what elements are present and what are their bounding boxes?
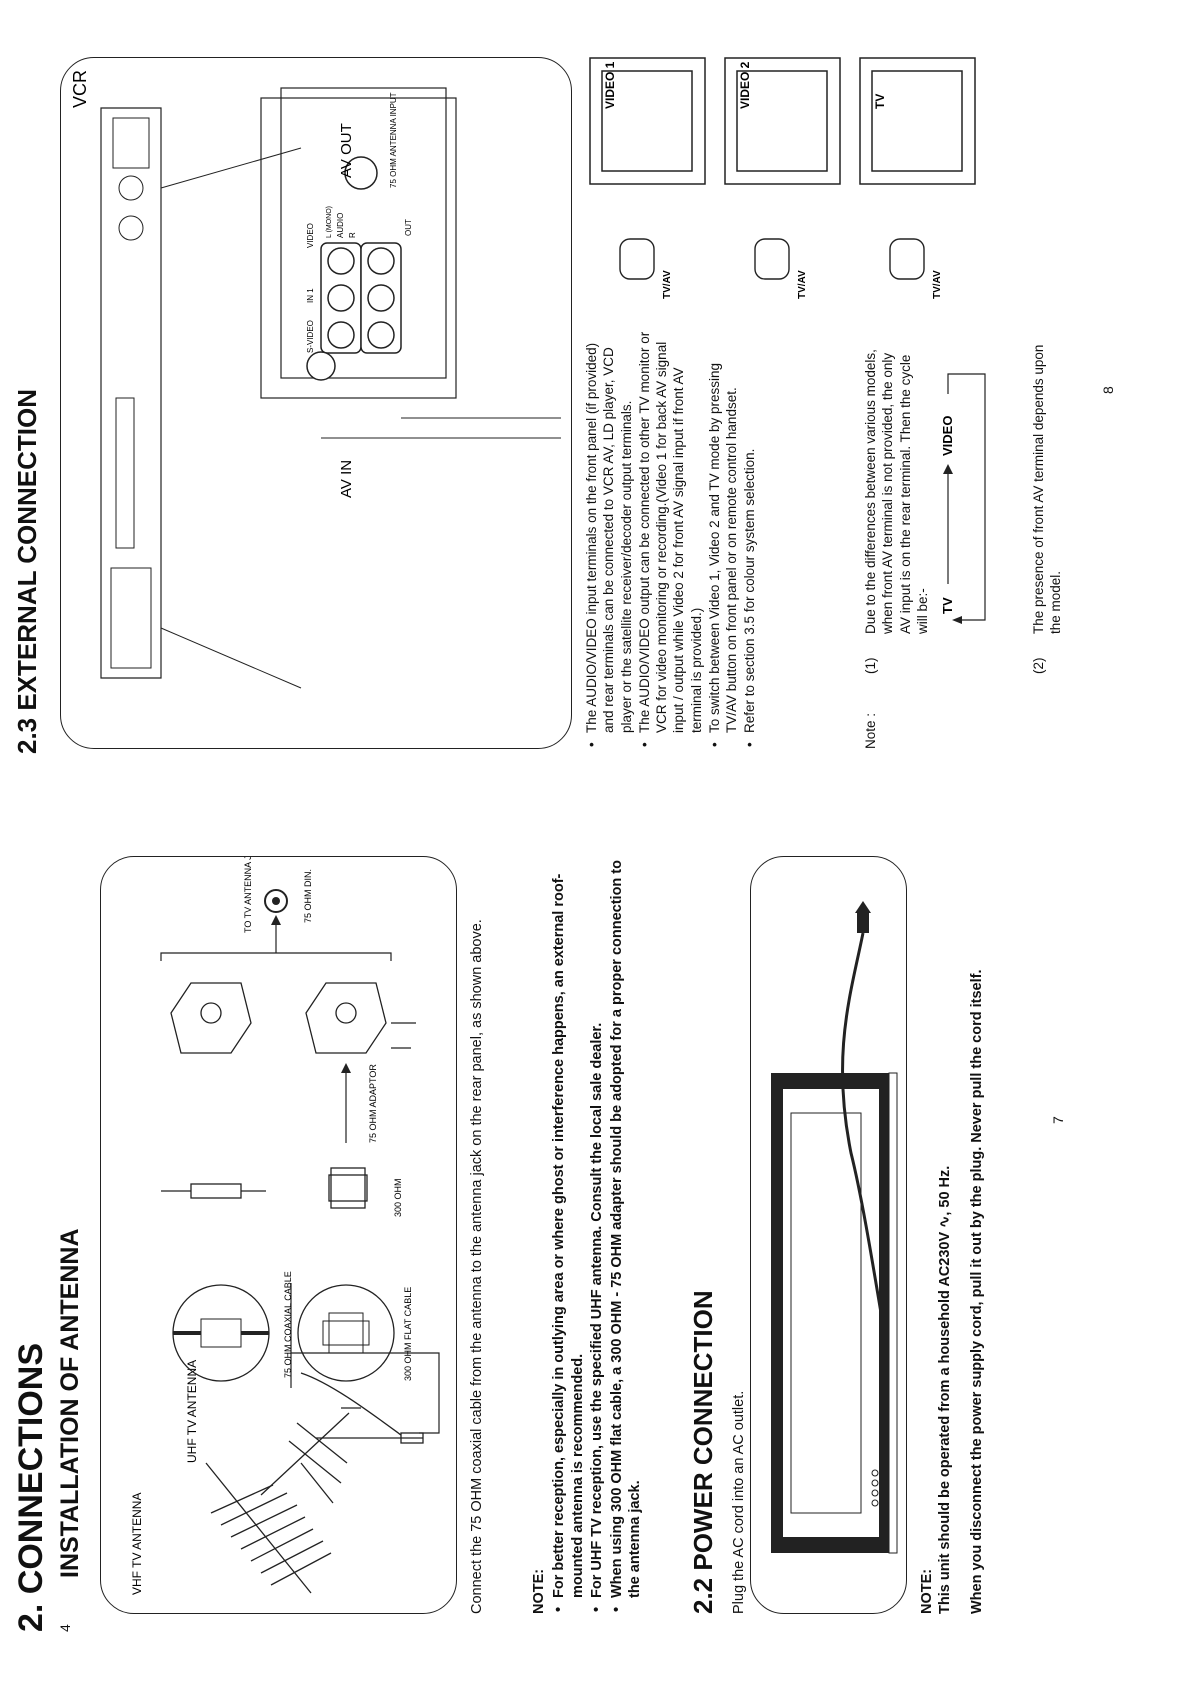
power-diagram-frame xyxy=(750,856,907,1614)
tv-av-label-2: TV/AV xyxy=(797,270,808,299)
antenna-note-item: When using 300 OHM flat cable, a 300 OHM… xyxy=(608,854,645,1614)
tv-av-label-3: TV/AV xyxy=(932,270,943,299)
page-number-7: 7 xyxy=(1050,1116,1066,1124)
power-connection-text: Plug the AC cord into an AC outlet. xyxy=(731,1390,747,1614)
page-number-8: 8 xyxy=(1100,386,1116,394)
external-connection-diagram: S-VIDEO IN 1 VIDEO L (MONO) AUDIO R OUT … xyxy=(70,70,561,689)
antenna-diagram-frame: VHF TV ANTENNA UHF TV ANTENNA 75 OHM COA… xyxy=(100,837,457,1614)
power-note-1: This unit should be operated from a hous… xyxy=(937,1165,953,1614)
cycle-tv-label: TV xyxy=(940,597,955,614)
antenna-note-heading: NOTE: xyxy=(531,1568,547,1614)
coax-plug-icon xyxy=(161,1183,266,1199)
subsection-title-antenna: INSTALLATION OF ANTENNA xyxy=(56,1228,84,1579)
cycle-video-label: VIDEO xyxy=(940,416,955,456)
page-number-4: 4 xyxy=(57,1624,73,1632)
out-label: OUT xyxy=(404,219,413,236)
tv-av-button-3 xyxy=(889,238,925,280)
screen-label-video2: VIDEO 2 xyxy=(738,61,752,109)
antenna-diagram: VHF TV ANTENNA UHF TV ANTENNA 75 OHM COA… xyxy=(130,837,440,1595)
flat-cable-icon xyxy=(328,1167,368,1209)
tv-av-button-1 xyxy=(619,238,655,280)
lmono-label: L (MONO) xyxy=(326,206,333,238)
antenna-connect-text: Connect the 75 OHM coaxial cable from th… xyxy=(469,919,485,1614)
antenna-note-item: For better reception, especially in outl… xyxy=(550,854,587,1614)
tv-av-button-2 xyxy=(754,238,790,280)
svideo-label: S-VIDEO xyxy=(306,320,315,353)
flat-label: 300 OHM FLAT CABLE xyxy=(403,1287,413,1381)
uhf-label: UHF TV ANTENNA xyxy=(185,1360,199,1463)
to-jack-label: TO TV ANTENNA JACK xyxy=(243,857,253,933)
r-label: R xyxy=(348,232,357,238)
screen-label-tv: TV xyxy=(873,94,887,109)
screen-label-video1: VIDEO 1 xyxy=(603,61,617,109)
external-connection-title: 2.3 EXTERNAL CONNECTION xyxy=(12,388,42,754)
power-connection-title: 2.2 POWER CONNECTION xyxy=(688,1290,718,1614)
note-1-number: (1) xyxy=(863,657,878,675)
antenna-note-item: For UHF TV reception, use the specified … xyxy=(588,854,607,1614)
external-connection-bullets: The AUDIO/VIDEO input terminals on the f… xyxy=(583,329,760,749)
power-note-2: When you disconnect the power supply cor… xyxy=(969,969,985,1615)
adaptor-label: 75 OHM ADAPTOR xyxy=(368,1064,378,1143)
ant-input-label: 75 OHM ANTENNA INPUT xyxy=(389,92,398,188)
bullet-item: To switch between Video 1, Video 2 and T… xyxy=(706,329,741,749)
din-label: 75 OHM DIN. xyxy=(303,869,313,923)
coax-label: 75 OHM COAXIAL CABLE xyxy=(283,1271,293,1378)
tv-mode-screens: VIDEO 1 VIDEO 2 TV TV/AV TV/AV TV/AV xyxy=(580,49,1010,749)
av-in-label: AV IN xyxy=(338,460,355,498)
vcr-icon xyxy=(100,107,162,679)
note-2-text: The presence of front AV terminal depend… xyxy=(1031,344,1064,634)
screen-tv-icon xyxy=(859,57,976,185)
power-cord-icon xyxy=(841,932,883,1314)
note-1-text: Due to the differences between various m… xyxy=(863,349,930,634)
vhf-label: VHF TV ANTENNA xyxy=(130,1493,144,1595)
tv-rear-panel xyxy=(260,97,457,399)
tv-av-label-1: TV/AV xyxy=(662,270,673,299)
bullet-item: The AUDIO/VIDEO output can be connected … xyxy=(636,329,705,749)
external-connection-frame: S-VIDEO IN 1 VIDEO L (MONO) AUDIO R OUT … xyxy=(60,57,572,749)
bullet-item: Refer to section 3.5 for colour system s… xyxy=(741,329,758,749)
antenna-notes: For better reception, especially in outl… xyxy=(550,854,646,1614)
adaptor-icon xyxy=(170,982,416,1054)
av-out-label: AV OUT xyxy=(338,123,355,178)
note-2-number: (2) xyxy=(1031,657,1046,675)
power-plug-icon xyxy=(857,913,869,933)
in1-label: IN 1 xyxy=(306,288,315,303)
tv-video-cycle-diagram: TV VIDEO xyxy=(930,364,1000,624)
vhf-antenna-icon xyxy=(205,1372,424,1594)
tv-antenna-jack-icon xyxy=(264,889,288,913)
power-note-heading: NOTE: xyxy=(919,1568,935,1614)
audio-label: AUDIO xyxy=(336,213,345,238)
flat-cable-detail-icon xyxy=(297,1284,395,1382)
bullet-item: The AUDIO/VIDEO input terminals on the f… xyxy=(583,329,635,749)
screen-video1-icon xyxy=(589,57,706,185)
screen-video2-icon xyxy=(724,57,841,185)
video-label: VIDEO xyxy=(306,223,315,248)
power-diagram xyxy=(771,901,898,1554)
vcr-label: VCR xyxy=(70,70,90,108)
ohm300-label: 300 OHM xyxy=(393,1178,403,1217)
note-label: Note : xyxy=(863,712,878,749)
section-title-connections: 2. CONNECTIONS xyxy=(12,1342,50,1632)
